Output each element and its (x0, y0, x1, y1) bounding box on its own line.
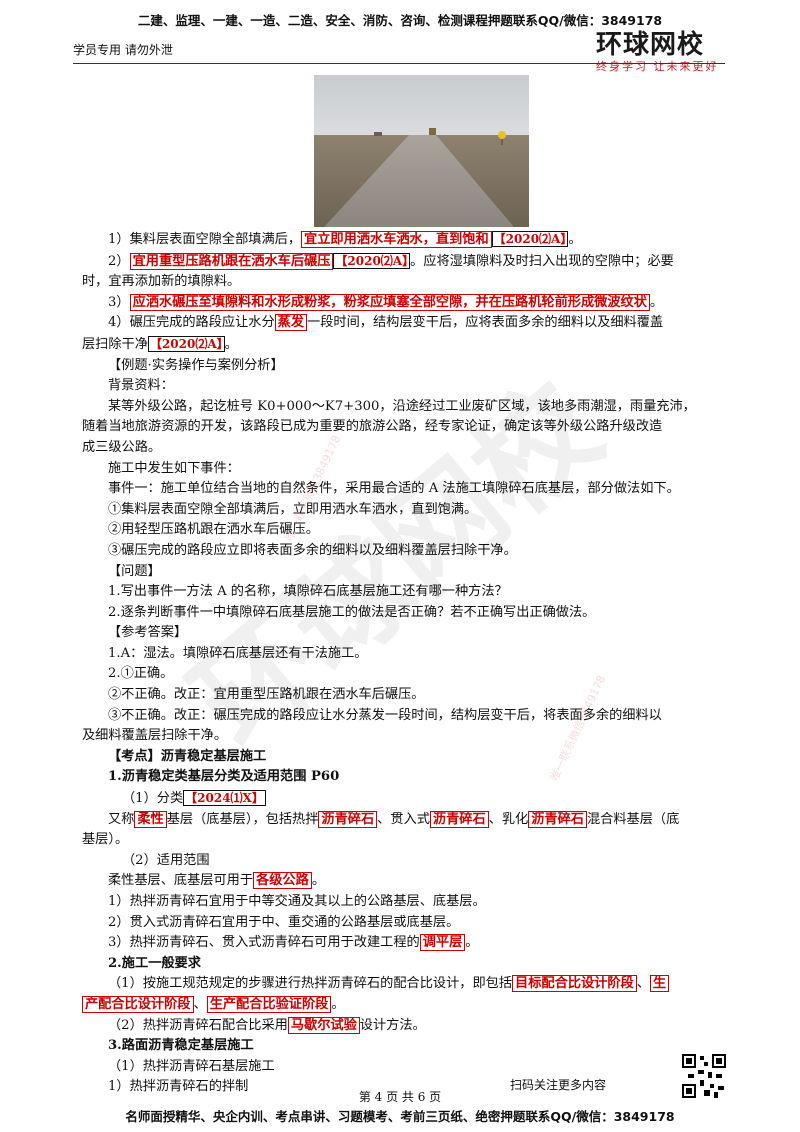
event-text: ②用轻型压路机跟在洒水车后碾压。 (108, 522, 319, 538)
background-text: 某等外级公路，起讫桩号 K0+000～K7+300，沿途经过工业废矿区域，该地多… (108, 398, 696, 414)
section-1-title: 1.沥青稳定类基层分类及适用范围 P60 (108, 769, 340, 785)
events-title: 施工中发生如下事件： (108, 460, 240, 476)
page-number: 第 4 页 共 6 页 (358, 1090, 442, 1104)
header-divider (73, 63, 725, 64)
text: 柔性基层、底基层可用于 (108, 873, 254, 889)
section-2-title: 2.施工一般要求 (108, 955, 201, 971)
highlight-key-point: 各级公路 (253, 872, 312, 890)
question-title: 【问题】 (108, 563, 161, 579)
text: 、 (636, 976, 650, 992)
exam-reference: 【2024⑴X】 (183, 790, 266, 807)
section-3-title: 3.路面沥青稳定基层施工 (108, 1038, 254, 1054)
highlight-key-point: 蒸发 (274, 314, 308, 332)
background-title: 背景资料： (108, 378, 174, 394)
highlight-key-point: 沥青碎石 (528, 810, 587, 828)
requirements-text: 产配合比设计阶段、生产配合比验证阶段。 (82, 995, 737, 1016)
text: （2）热拌沥青碎石配合比采用 (108, 1017, 288, 1033)
text: 。 (649, 294, 664, 310)
question-text: 2.逐条判断事件一中填隙碎石底基层施工的做法是否正确？若不正确写出正确做法。 (108, 604, 596, 620)
step-4: 4）碾压完成的路段应让水分蒸发一段时间，结构层变干后，应将表面多余的细料以及细料… (82, 313, 737, 334)
scope-text: 柔性基层、底基层可用于各级公路。 (82, 871, 737, 892)
highlight-key-point: 应洒水碾压至填隙料和水形成粉浆，粉浆应填塞全部空隙，并在压路机轮前形成微波纹状 (129, 293, 650, 311)
step-3: 3）应洒水碾压至填隙料和水形成粉浆，粉浆应填塞全部空隙，并在压路机轮前形成微波纹… (82, 293, 737, 314)
text: 。 (465, 935, 479, 951)
header-tag: 学员专用 请勿外泄 (73, 43, 173, 57)
exam-reference: 【2020⑵A】 (333, 252, 411, 269)
text: 设计方法。 (359, 1017, 426, 1033)
construction-text: （1）热拌沥青碎石基层施工 (108, 1058, 275, 1074)
text: 3）热拌沥青碎石、贯入式沥青碎石可用于改建工程的 (108, 935, 420, 951)
requirements-text: （2）热拌沥青碎石配合比采用马歇尔试验设计方法。 (82, 1016, 737, 1037)
event-text: ③碾压完成的路段应立即将表面多余的细料以及细料覆盖层扫除干净。 (108, 542, 517, 558)
scope-text: 1）热拌沥青碎石宜用于中等交通及其以上的公路基层、底基层。 (108, 894, 486, 909)
answer-text: ③不正确。改正：碾压完成的路段应让水分蒸发一段时间，结构层变干后，将表面多余的细… (108, 707, 662, 723)
text: 。应将湿填隙料及时扫入出现的空隙中；必要 (410, 253, 674, 269)
highlight-key-point: 生产配合比验证阶段 (206, 995, 332, 1013)
step-4-cont: 层扫除干净【2020⑵A】。 (82, 334, 737, 356)
text: 混合料基层（底 (586, 811, 680, 827)
exam-reference: 【2020⑵A】 (491, 231, 569, 247)
classification-text: 基层）。 (82, 832, 129, 848)
key-point-title: 【考点】沥青稳定基层施工 (108, 748, 267, 764)
highlight-key-point: 沥青碎石 (429, 810, 489, 828)
answer-title: 【参考答案】 (108, 625, 188, 641)
logo-slogan: 终身学习 让未来更好 (596, 60, 719, 73)
example-title: 【例题·实务操作与案例分析】 (108, 357, 284, 373)
bottom-contact-banner: 名师面授精华、央企内训、考点串讲、习题模考、考前三页纸、绝密押题联系QQ/微信：… (125, 1109, 675, 1124)
logo-title: 环球网校 (596, 30, 705, 60)
text: 基层（底基层），包括热拌 (166, 811, 319, 827)
text: 1）集料层表面空隙全部填满后， (108, 232, 302, 247)
background-text: 成三级公路。 (82, 439, 162, 455)
answer-text: 2.①正确。 (108, 666, 174, 682)
brand-logo: 环球网校 终身学习 让未来更好 (596, 30, 736, 74)
scope-text: 2）贯入式沥青碎石宜用于中、重交通的公路基层或底基层。 (108, 914, 460, 930)
text: 、贯入式 (377, 811, 430, 827)
classification-text: 又称柔性基层（底基层），包括热拌沥青碎石、贯入式沥青碎石、乳化沥青碎石混合料基层… (82, 810, 737, 831)
answer-text: 1.A：湿法。填隙碎石底基层还有干法施工。 (108, 645, 368, 661)
text: 3） (108, 294, 130, 310)
road-construction-photo (314, 75, 529, 227)
text: 又称 (108, 811, 135, 827)
highlight-key-point: 马歇尔试验 (287, 1016, 360, 1034)
question-text: 1.写出事件一方法 A 的名称，填隙碎石底基层施工还有哪一种方法？ (108, 584, 508, 600)
background-text: 随着当地旅游资源的开发，该路段已成为重要的旅游公路，经专家论证，确定该等外级公路… (82, 419, 663, 435)
text: 层扫除干净 (82, 336, 148, 352)
exam-reference: 【2020⑵A】 (147, 335, 225, 352)
text: 一段时间，结构层变干后，应将表面多余的细料以及细料覆盖 (307, 315, 664, 331)
qr-code-icon[interactable] (680, 1052, 728, 1100)
classification-label: （1）分类【2024⑴X】 (82, 788, 737, 810)
highlight-key-point: 目标配合比设计阶段 (512, 975, 637, 993)
construction-text: 1）热拌沥青碎石的拌制 (108, 1079, 249, 1095)
text: 。 (311, 873, 325, 889)
scope-label: （2）适用范围 (122, 852, 210, 868)
top-contact-banner: 二建、监理、一建、一造、二造、安全、消防、咨询、检测课程押题联系QQ/微信：38… (137, 13, 663, 28)
highlight-key-point: 宜立即用洒水车洒水，直到饱和 (301, 231, 492, 248)
event-text: 事件一：施工单位结合当地的自然条件，采用最合适的 A 法施工填隙碎石底基层，部分… (108, 481, 680, 497)
text: 2） (108, 253, 130, 269)
text: 。 (224, 336, 238, 352)
text: 。 (331, 996, 345, 1012)
highlight-key-point: 宜用重型压路机跟在洒水车后碾压 (129, 252, 334, 270)
text: 、 (193, 996, 207, 1012)
highlight-key-point: 生 (649, 975, 670, 993)
text: （1）按施工规范规定的步骤进行热拌沥青碎石的配合比设计，即包括 (108, 976, 513, 992)
document-body: 1）集料层表面空隙全部填满后，宜立即用洒水车洒水，直到饱和【2020⑵A】。 2… (82, 229, 737, 1098)
step-1: 1）集料层表面空隙全部填满后，宜立即用洒水车洒水，直到饱和【2020⑵A】。 (82, 229, 737, 251)
highlight-key-point: 调平层 (419, 934, 466, 952)
scan-prompt: 扫码关注更多内容 (510, 1078, 607, 1092)
highlight-key-point: 柔性 (134, 810, 167, 828)
step-2: 2）宜用重型压路机跟在洒水车后碾压【2020⑵A】。应将湿填隙料及时扫入出现的空… (82, 251, 737, 273)
requirements-text: （1）按施工规范规定的步骤进行热拌沥青碎石的配合比设计，即包括目标配合比设计阶段… (82, 974, 737, 995)
highlight-key-point: 产配合比设计阶段 (82, 995, 194, 1013)
answer-text: ②不正确。改正：宜用重型压路机跟在洒水车后碾压。 (108, 687, 425, 703)
step-2-cont: 时，宜再添加新的填隙料。 (82, 274, 241, 290)
highlight-key-point: 沥青碎石 (318, 810, 378, 828)
event-text: ①集料层表面空隙全部填满后，立即用洒水车洒水，直到饱满。 (108, 501, 478, 517)
scope-text: 3）热拌沥青碎石、贯入式沥青碎石可用于改建工程的调平层。 (82, 933, 737, 954)
text: （1）分类 (122, 791, 184, 807)
text: 。 (568, 232, 582, 247)
text: 4）碾压完成的路段应让水分 (108, 315, 275, 331)
text: 、乳化 (488, 811, 529, 827)
answer-text: 及细料覆盖层扫除干净。 (82, 728, 228, 744)
